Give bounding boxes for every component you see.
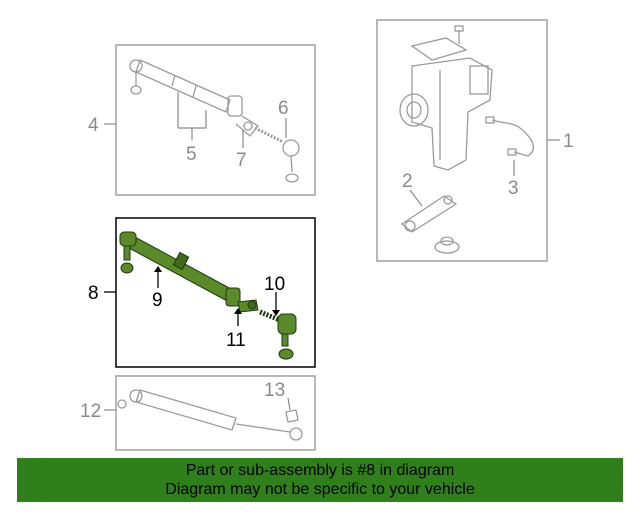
leaders-box12 [104,397,291,411]
notice-line-2: Diagram may not be specific to your vehi… [165,481,475,498]
callout-13: 13 [264,380,285,401]
callout-12: 12 [80,401,101,422]
panel-steering-gear[interactable]: 1 2 3 [376,19,574,262]
callout-2: 2 [402,171,413,192]
leaders-box1 [409,139,560,207]
callout-3: 3 [508,178,519,199]
leaders-box4 [104,92,287,148]
diagram-notice-banner: Part or sub-assembly is #8 in diagram Di… [17,458,623,502]
callout-6: 6 [278,98,289,119]
callout-1: 1 [563,131,574,152]
leaders-box8 [104,270,277,326]
panel-tie-rod-assembly[interactable]: 4 5 6 7 [88,44,316,196]
tie-rod-drawing [129,59,300,183]
damper-drawing [117,389,303,441]
arrowheads-box8 [154,266,280,316]
callout-5: 5 [186,144,197,165]
panel-steering-damper[interactable]: 12 13 [80,375,316,451]
steering-gear-drawing [399,25,535,254]
panel-tie-rod-highlighted[interactable]: 8 9 10 11 [88,217,316,368]
tie-rod-green-drawing [119,231,297,360]
callout-4: 4 [88,115,99,136]
callout-9: 9 [152,290,163,311]
callout-8: 8 [88,283,99,304]
callout-10: 10 [264,274,285,295]
callout-11: 11 [226,330,246,351]
callout-7: 7 [236,150,247,171]
panel-frame [115,375,316,451]
panel-frame [115,44,316,196]
notice-line-1: Part or sub-assembly is #8 in diagram [185,462,455,479]
